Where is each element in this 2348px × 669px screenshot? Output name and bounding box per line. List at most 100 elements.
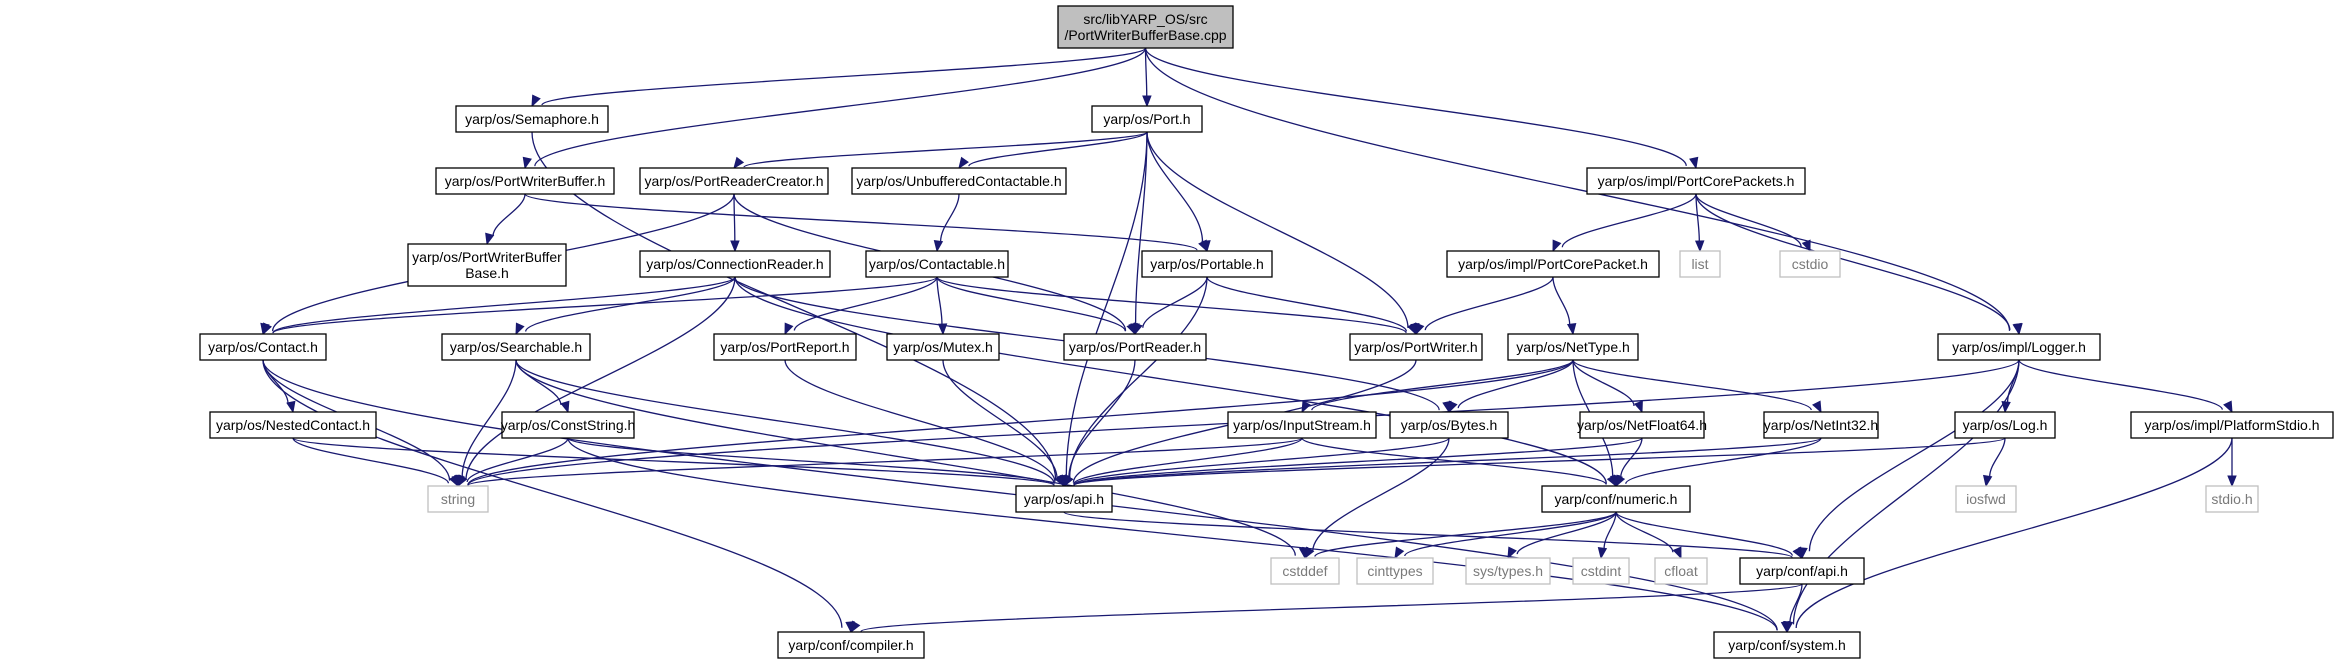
node-label-port: yarp/os/Port.h <box>1103 111 1190 127</box>
edge-contactable-to-portwriter <box>936 276 1407 334</box>
arrowhead-connectionreader-to-searchable <box>515 322 525 336</box>
node-platformstdio[interactable]: yarp/os/impl/PlatformStdio.h <box>2130 411 2334 439</box>
node-portcorepacket[interactable]: yarp/os/impl/PortCorePacket.h <box>1446 250 1660 278</box>
node-portreadercreator[interactable]: yarp/os/PortReaderCreator.h <box>639 167 829 195</box>
node-connectionreader[interactable]: yarp/os/ConnectionReader.h <box>639 250 831 278</box>
edge-portwriterbuffer-to-pwbbase <box>492 193 526 237</box>
arrowhead-logger-to-log <box>2001 401 2011 414</box>
edge-unbuffered-to-contactable <box>939 193 960 242</box>
edge-nestedcontact-to-string <box>292 437 450 484</box>
edge-osapi-to-confapi <box>1063 511 1793 558</box>
node-logger[interactable]: yarp/os/impl/Logger.h <box>1937 333 2101 361</box>
node-string: string <box>427 485 489 513</box>
arrowhead-port-to-portreadercreator <box>733 156 745 170</box>
edge-log-to-osapi <box>1073 437 2006 487</box>
node-box-portreport <box>713 333 857 361</box>
node-cstdint: cstdint <box>1572 557 1630 585</box>
node-contactable[interactable]: yarp/os/Contactable.h <box>865 250 1009 278</box>
edge-conststring-to-osapi <box>567 437 1055 486</box>
node-unbuffered[interactable]: yarp/os/UnbufferedContactable.h <box>851 167 1067 195</box>
edge-contact-to-nestedcontact <box>262 359 289 404</box>
node-portcorepackets[interactable]: yarp/os/impl/PortCorePackets.h <box>1586 167 1806 195</box>
edge-platformstdio-to-system <box>1795 437 2233 629</box>
node-box-iosfwd <box>1955 485 2017 513</box>
node-port[interactable]: yarp/os/Port.h <box>1091 105 1203 133</box>
node-label-netfloat64: yarp/os/NetFloat64.h <box>1577 417 1707 433</box>
node-netint32[interactable]: yarp/os/NetInt32.h <box>1763 411 1879 439</box>
node-box-connectionreader <box>639 250 831 278</box>
node-cstddef: cstddef <box>1270 557 1340 585</box>
node-box-semaphore <box>455 105 609 133</box>
edge-portreadercreator-to-connectionreader <box>733 193 736 242</box>
edge-portwriterbuffer-to-portable <box>524 193 1198 251</box>
node-box-pwbbase <box>407 243 567 287</box>
node-box-string <box>427 485 489 513</box>
node-nettype[interactable]: yarp/os/NetType.h <box>1507 333 1639 361</box>
edge-numeric-to-systypes <box>1516 511 1617 555</box>
edge-nettype-to-netfloat64 <box>1572 359 1635 407</box>
edge-confapi-to-compiler <box>860 583 1803 633</box>
edge-searchable-to-conststring <box>515 359 562 406</box>
edge-portcorepacket-to-portwriter <box>1424 276 1554 331</box>
node-numeric[interactable]: yarp/conf/numeric.h <box>1541 485 1691 513</box>
edge-searchable-to-string <box>461 359 517 477</box>
edge-port-to-portreadercreator <box>743 131 1148 168</box>
node-label-pwbbase-line-0: yarp/os/PortWriterBuffer <box>412 249 562 265</box>
node-netfloat64[interactable]: yarp/os/NetFloat64.h <box>1577 411 1707 439</box>
edge-nettype-to-bytes <box>1457 359 1574 409</box>
edge-inputstream-to-string <box>467 437 1303 487</box>
node-box-searchable <box>441 333 591 361</box>
node-box-port <box>1091 105 1203 133</box>
node-pwbbase[interactable]: yarp/os/PortWriterBufferBase.h <box>407 243 567 287</box>
node-inputstream[interactable]: yarp/os/InputStream.h <box>1227 411 1377 439</box>
arrowhead-log-to-iosfwd <box>1982 474 1993 488</box>
arrowhead-portable-to-portreader <box>1133 322 1143 336</box>
arrowhead-portwriterbuffer-to-portable <box>1198 239 1208 253</box>
node-portable[interactable]: yarp/os/Portable.h <box>1141 250 1273 278</box>
node-portreport[interactable]: yarp/os/PortReport.h <box>713 333 857 361</box>
node-semaphore[interactable]: yarp/os/Semaphore.h <box>455 105 609 133</box>
node-label-semaphore: yarp/os/Semaphore.h <box>465 111 599 127</box>
node-conststring[interactable]: yarp/os/ConstString.h <box>501 411 636 439</box>
node-log[interactable]: yarp/os/Log.h <box>1954 411 2056 439</box>
arrowhead-nettype-to-netfloat64 <box>1633 400 1643 414</box>
node-label-inputstream: yarp/os/InputStream.h <box>1233 417 1371 433</box>
node-box-cfloat <box>1654 557 1708 585</box>
arrowhead-port-to-unbuffered <box>958 156 969 170</box>
node-box-compiler <box>777 631 925 659</box>
node-label-portable: yarp/os/Portable.h <box>1150 256 1264 272</box>
node-portreader[interactable]: yarp/os/PortReader.h <box>1063 333 1207 361</box>
node-bytes[interactable]: yarp/os/Bytes.h <box>1389 411 1509 439</box>
arrowhead-root-to-portwriterbuffer <box>522 156 532 170</box>
arrowhead-root-to-semaphore <box>531 94 541 108</box>
arrowhead-platformstdio-to-stdio <box>2227 475 2237 488</box>
arrowhead-inputstream-to-string <box>457 474 468 488</box>
node-label-stdio: stdio.h <box>2211 491 2252 507</box>
node-compiler[interactable]: yarp/conf/compiler.h <box>777 631 925 659</box>
node-searchable[interactable]: yarp/os/Searchable.h <box>441 333 591 361</box>
edge-inputstream-to-osapi <box>1073 437 1303 485</box>
node-system[interactable]: yarp/conf/system.h <box>1713 631 1861 659</box>
node-stdio: stdio.h <box>2205 485 2259 513</box>
node-contact[interactable]: yarp/os/Contact.h <box>199 333 327 361</box>
edge-port-to-unbuffered <box>968 131 1148 167</box>
edge-nettype-to-netint32 <box>1572 359 1812 411</box>
node-osapi[interactable]: yarp/os/api.h <box>1015 485 1113 513</box>
edge-contact-to-compiler <box>262 359 843 628</box>
node-confapi[interactable]: yarp/conf/api.h <box>1739 557 1865 585</box>
node-portwriterbuffer[interactable]: yarp/os/PortWriterBuffer.h <box>435 167 615 195</box>
node-mutex[interactable]: yarp/os/Mutex.h <box>886 333 1000 361</box>
arrowhead-nettype-to-bytes <box>1448 400 1458 414</box>
node-systypes: sys/types.h <box>1465 557 1551 585</box>
arrowhead-nettype-to-netint32 <box>1812 400 1822 414</box>
edge-connectionreader-to-contact <box>272 276 736 334</box>
node-label-cfloat: cfloat <box>1664 563 1698 579</box>
edge-searchable-to-osapi <box>515 359 1055 484</box>
node-nestedcontact[interactable]: yarp/os/NestedContact.h <box>209 411 377 439</box>
edge-bytes-to-osapi <box>1073 437 1450 486</box>
node-cstdio: cstdio <box>1779 250 1841 278</box>
node-root[interactable]: src/libYARP_OS/src/PortWriterBufferBase.… <box>1057 5 1234 49</box>
node-portwriter[interactable]: yarp/os/PortWriter.h <box>1349 333 1483 361</box>
edge-mutex-to-osapi <box>942 359 1058 479</box>
